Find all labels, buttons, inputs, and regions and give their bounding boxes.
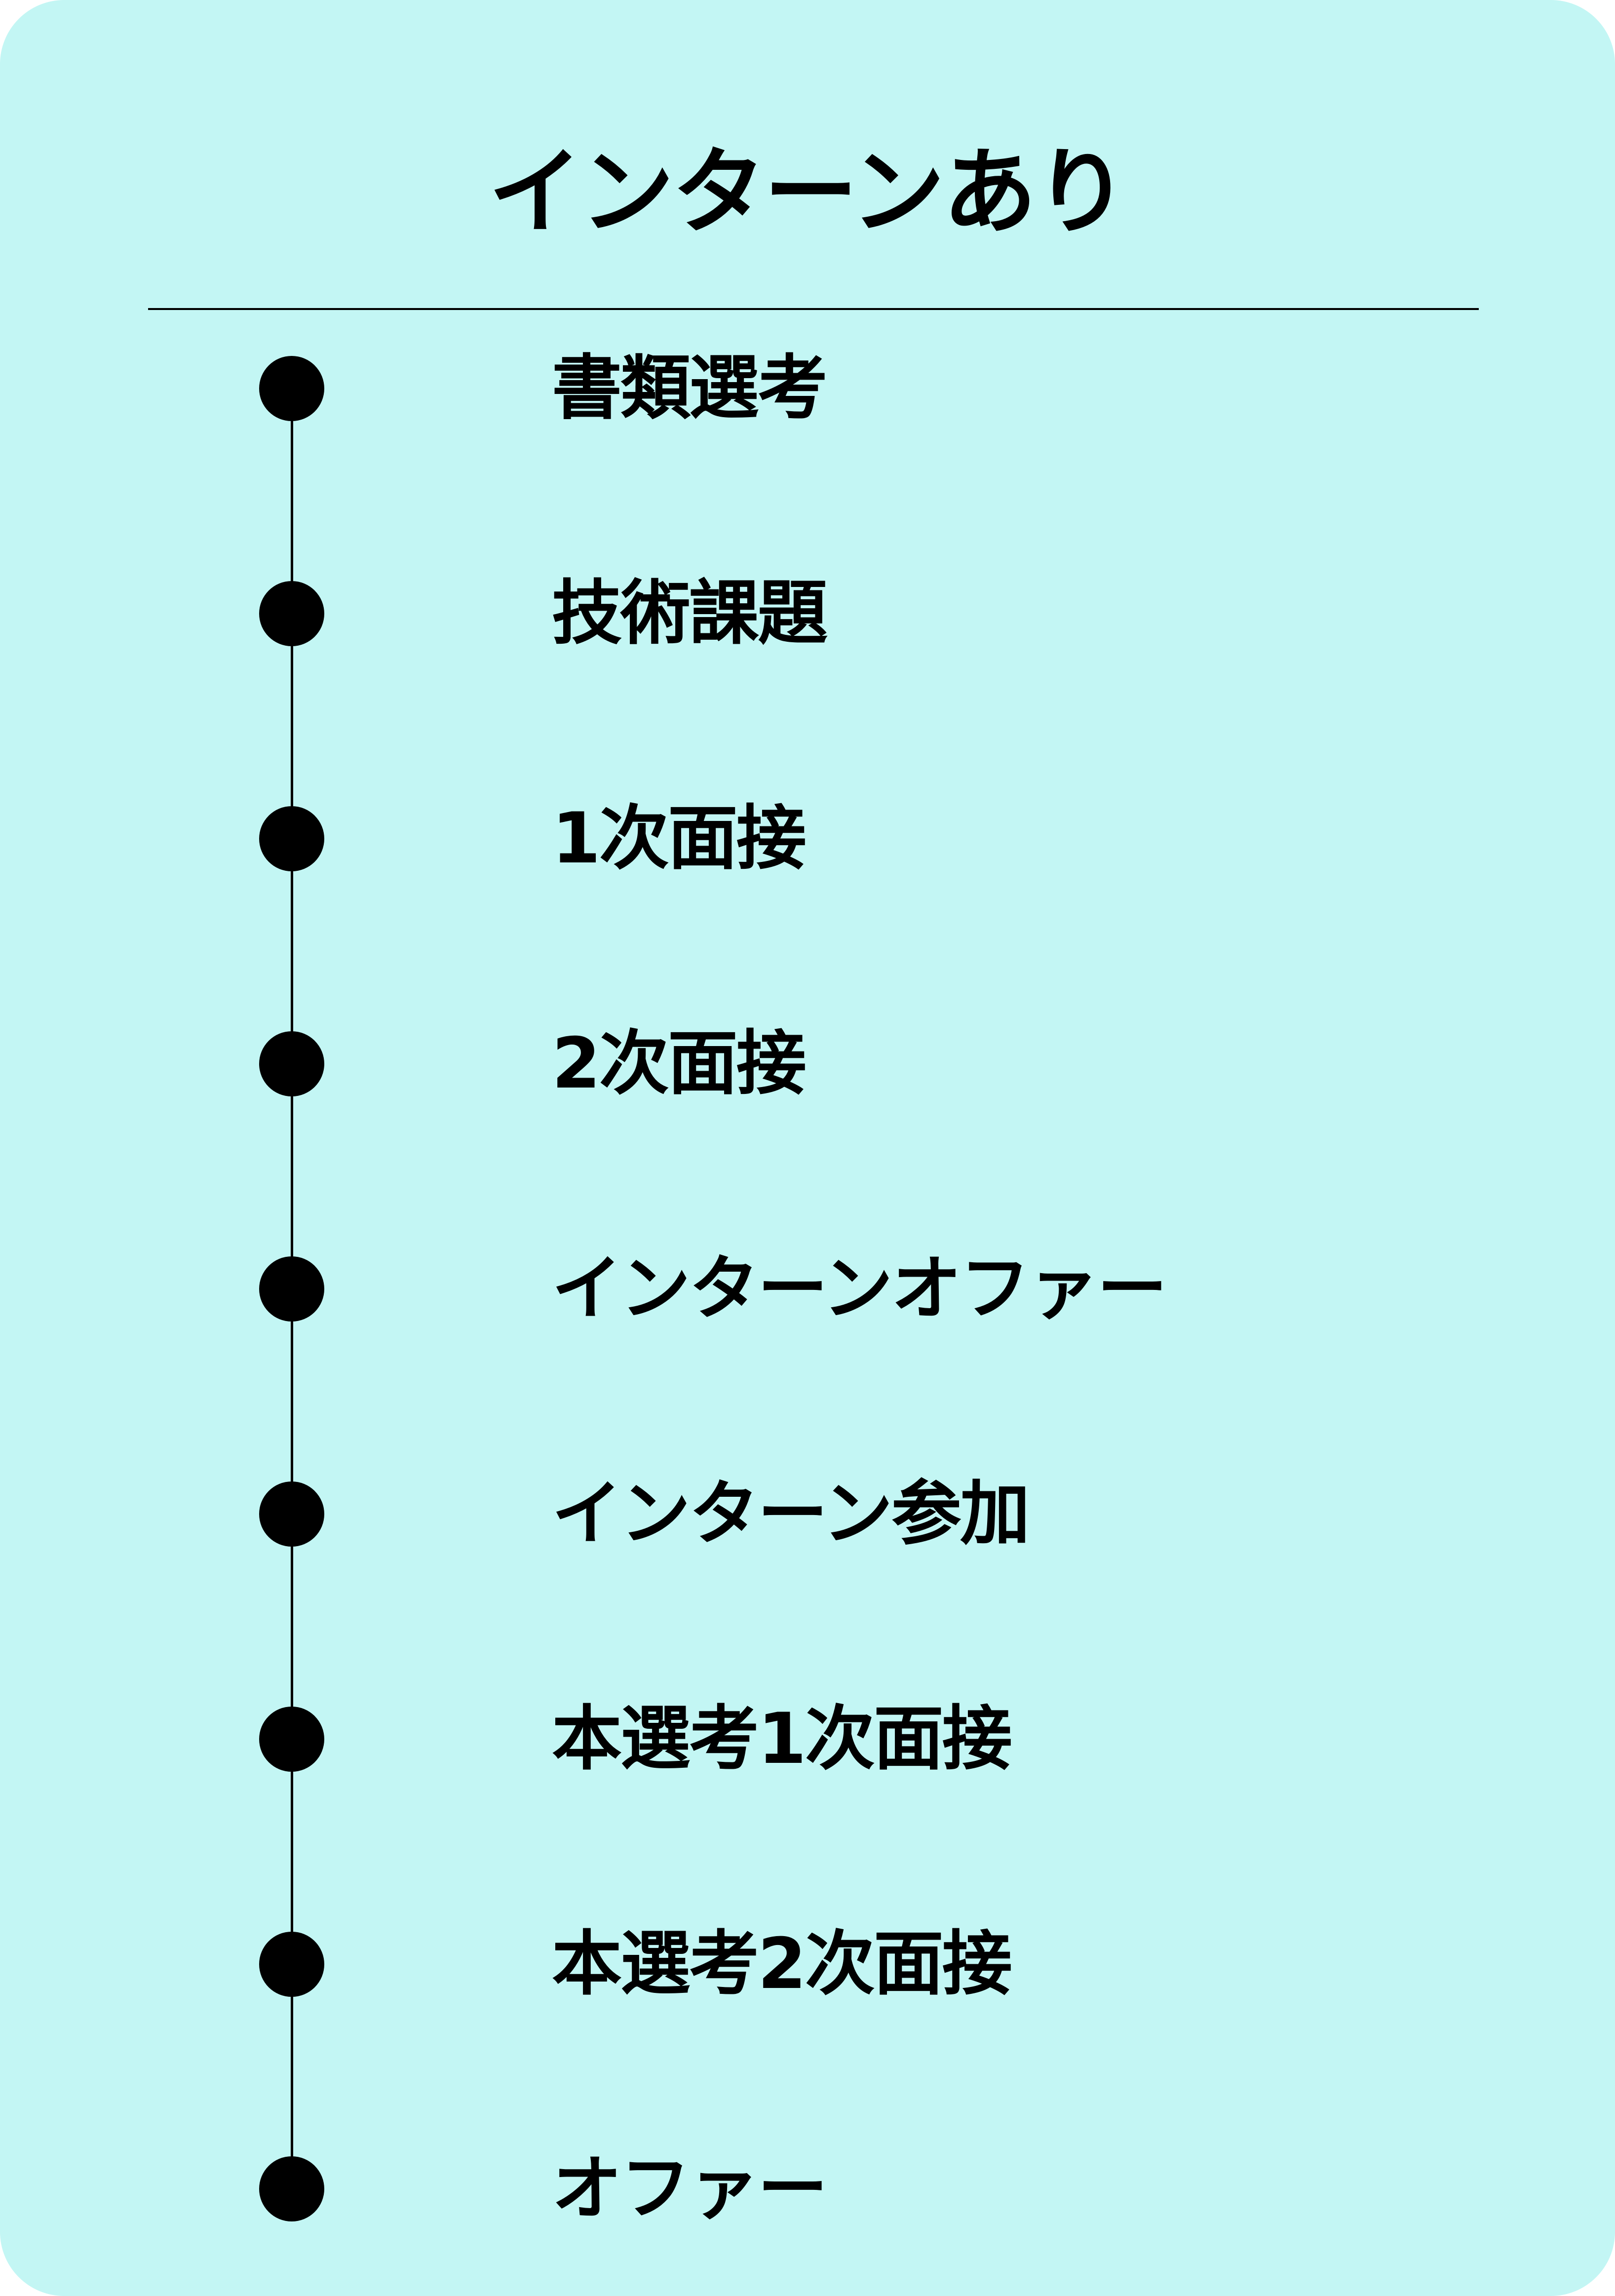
step-dot-icon (259, 1256, 324, 1322)
card-title: インターンあり (488, 138, 1129, 247)
step-dot-icon (259, 1932, 324, 1997)
timeline-step: 2次面接 (0, 1014, 1615, 1113)
step-label: インターンオファー (552, 1248, 1167, 1329)
timeline-step: インターン参加 (0, 1465, 1615, 1563)
step-dot-icon (259, 581, 324, 646)
step-label: オファー (552, 2148, 828, 2229)
step-label: 本選考1次面接 (552, 1698, 1012, 1780)
step-label: 2次面接 (552, 1023, 807, 1104)
timeline-step: 本選考1次面接 (0, 1690, 1615, 1789)
step-dot-icon (259, 806, 324, 871)
step-label: 1次面接 (552, 798, 807, 879)
step-label: 技術課題 (552, 573, 828, 654)
step-dot-icon (259, 356, 324, 421)
title-divider (148, 308, 1479, 310)
step-dot-icon (259, 1031, 324, 1096)
step-label: 本選考2次面接 (552, 1923, 1012, 2005)
step-label: 書類選考 (552, 348, 828, 429)
timeline-step: 本選考2次面接 (0, 1915, 1615, 2014)
timeline-step: オファー (0, 2140, 1615, 2238)
step-dot-icon (259, 2156, 324, 2221)
timeline-step: 技術課題 (0, 564, 1615, 663)
step-dot-icon (259, 1481, 324, 1547)
timeline-step: 1次面接 (0, 789, 1615, 888)
timeline-step: インターンオファー (0, 1240, 1615, 1338)
timeline-step: 書類選考 (0, 339, 1615, 438)
step-label: インターン参加 (552, 1473, 1030, 1555)
step-dot-icon (259, 1707, 324, 1772)
